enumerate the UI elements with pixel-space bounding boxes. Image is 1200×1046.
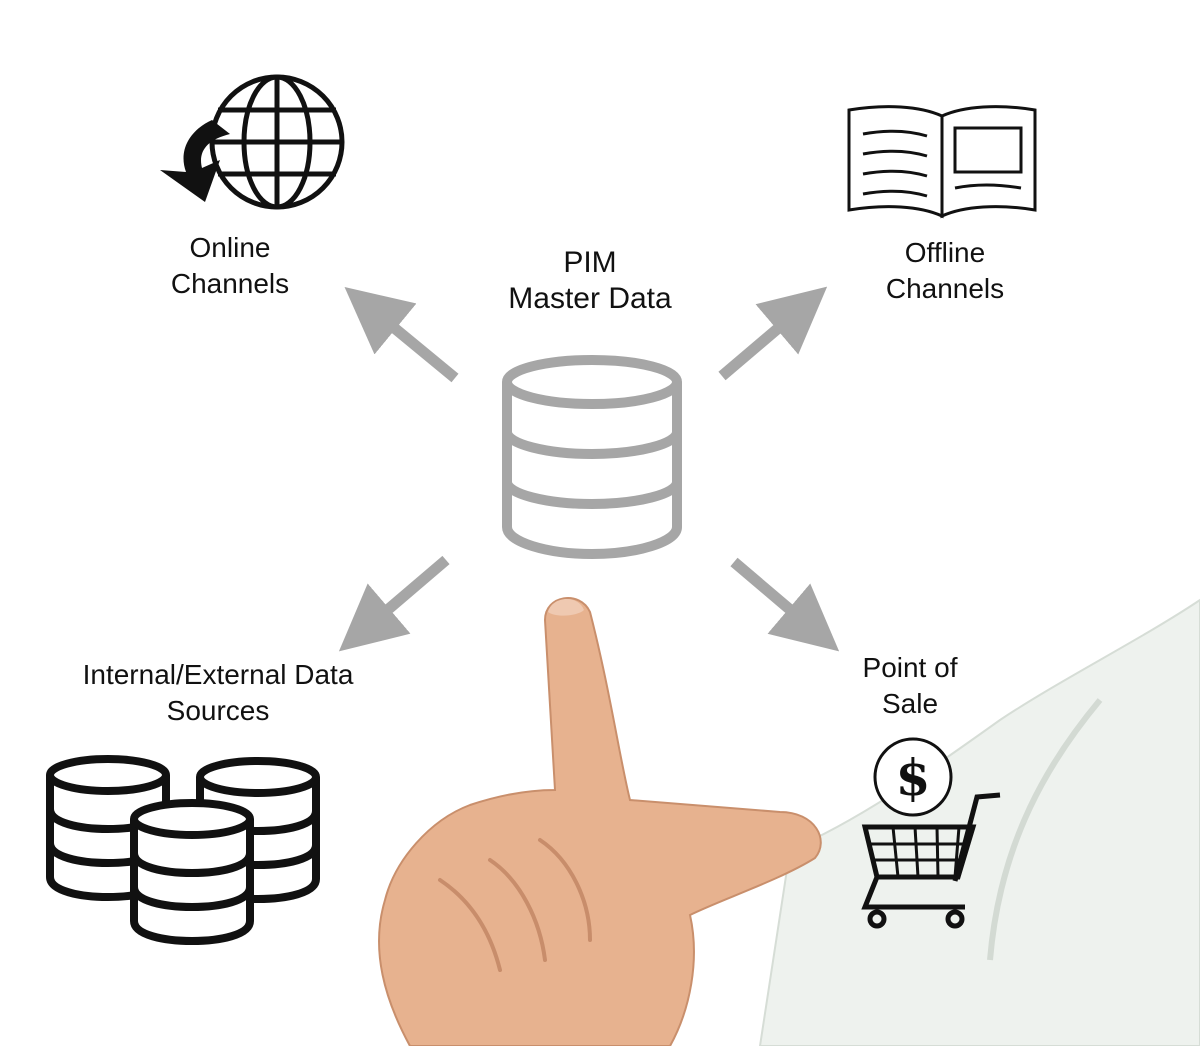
offline-channels-label: Offline Channels xyxy=(845,235,1045,307)
online-line2: Channels xyxy=(170,268,290,299)
databases-icon xyxy=(46,755,320,946)
online-channels-label: Online Channels xyxy=(130,230,330,302)
point-of-sale-label: Point of Sale xyxy=(820,650,1000,722)
center-title-line2: Master Data xyxy=(508,282,672,315)
offline-line1: Offline xyxy=(904,237,986,268)
online-line1: Online xyxy=(189,232,271,263)
shopping-cart-dollar-icon: $ xyxy=(861,737,1001,929)
cart-icon xyxy=(861,792,1001,929)
shirt-fold xyxy=(987,698,1103,961)
center-title-line1: PIM xyxy=(563,246,617,279)
arrow-to-point-of-sale xyxy=(730,557,840,652)
arrow-to-offline-channels xyxy=(718,286,828,381)
database-stack-front xyxy=(130,799,254,946)
globe-download-icon xyxy=(160,74,345,210)
open-book-icon xyxy=(847,105,1037,219)
sources-line2: Sources xyxy=(166,695,270,726)
dollar-coin-icon: $ xyxy=(873,737,953,817)
pos-line2: Sale xyxy=(881,688,939,719)
arrow-to-online-channels xyxy=(344,287,459,383)
hand xyxy=(378,597,822,1046)
database-icon xyxy=(502,355,682,560)
offline-line2: Channels xyxy=(885,273,1005,304)
fingernail xyxy=(548,598,584,616)
data-sources-label: Internal/External Data Sources xyxy=(48,657,388,729)
arrow-to-data-sources xyxy=(338,555,450,652)
sources-line1: Internal/External Data xyxy=(82,659,354,690)
knuckle-lines xyxy=(438,838,592,972)
pos-line1: Point of xyxy=(862,652,958,683)
dollar-sign: $ xyxy=(896,748,931,807)
center-label: PIM Master Data xyxy=(470,245,710,317)
